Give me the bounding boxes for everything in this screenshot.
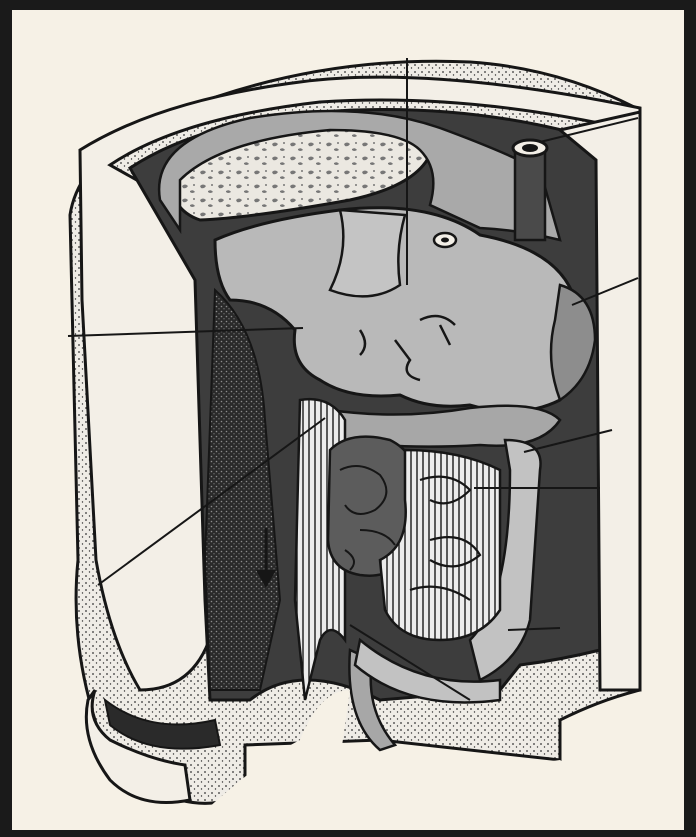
- lesser-omentum: [330, 210, 405, 296]
- aorta: [513, 140, 547, 240]
- portal-vessel: [434, 233, 456, 247]
